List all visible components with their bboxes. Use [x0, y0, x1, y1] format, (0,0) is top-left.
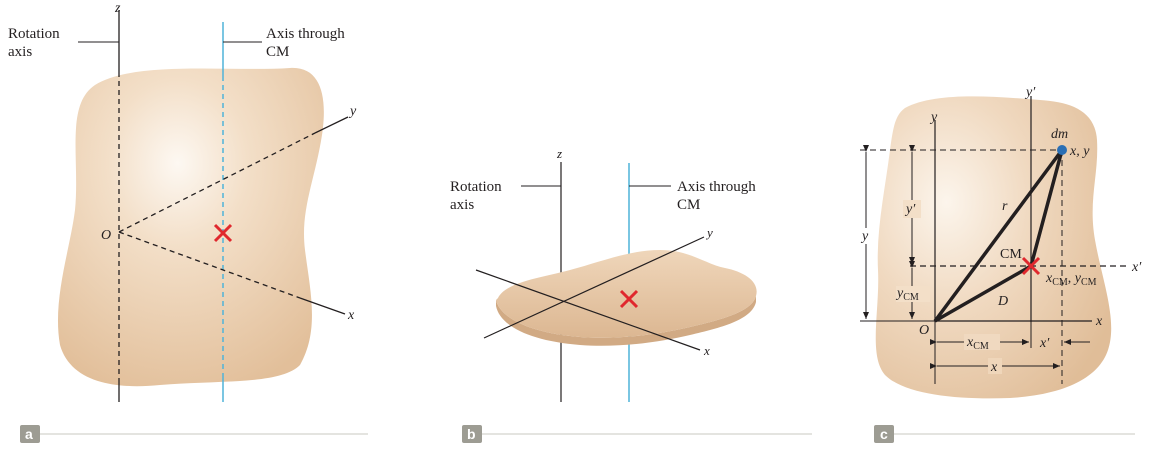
origin-label-a: O [101, 228, 111, 243]
rigid-body-c [875, 96, 1112, 399]
y-axis-label-c: y [929, 110, 938, 125]
panel-badge-c-text: c [880, 426, 888, 442]
x-axis-label-c: x [1095, 314, 1103, 329]
svg-text:yCM: yCM [895, 286, 919, 303]
rigid-body-a [57, 67, 324, 387]
x-label-a: x [347, 308, 355, 323]
x-prime-axis-label-c: x′ [1131, 260, 1142, 275]
panel-a: Rotation axis Axis through CM z y x O a [8, 1, 368, 443]
y-prime-axis-label-c: y′ [1024, 85, 1036, 100]
dim-y-label-c: y [860, 229, 869, 244]
vector-r-c [933, 148, 1064, 323]
y-axis-b [483, 236, 705, 339]
dm-coords-label-c: x, y [1069, 144, 1090, 159]
svg-text:xCM, yCM: xCM, yCM [1045, 271, 1097, 288]
dim-y-mask-c [859, 228, 873, 244]
vector-d-c [934, 264, 1032, 323]
panel-badge-b [462, 425, 482, 443]
y-axis-a-solid [314, 116, 349, 134]
panel-badge-a-text: a [25, 426, 33, 442]
panel-badge-a [20, 425, 40, 443]
vector-cm-to-dm-c [1029, 149, 1064, 267]
dim-y-cm-mask-c [896, 286, 930, 302]
rigid-body-b [496, 250, 757, 338]
rotation-axis-b-label-1: Rotation [450, 179, 502, 195]
dim-y-cm-label-c: yCM [895, 286, 919, 303]
cm-coords-label-c: xCM, yCM [1045, 271, 1097, 288]
y-label-a: y [348, 104, 357, 119]
x-axis-a-solid [299, 297, 346, 315]
r-label-c: r [1002, 199, 1008, 214]
plate-edge-b [496, 296, 756, 346]
d-label-c: D [997, 294, 1008, 309]
dim-y-prime-mask-c [903, 200, 921, 218]
panel-badge-b-text: b [467, 426, 476, 442]
y-axis-a-dashed [118, 132, 316, 233]
svg-text:xCM: xCM [966, 335, 989, 352]
cm-marker-a [213, 223, 233, 243]
z-label-b: z [556, 146, 562, 161]
panel-badge-c [874, 425, 894, 443]
cm-label-c: CM [1000, 247, 1022, 262]
panel-b: Rotation axis Axis through CM z y x b [450, 146, 812, 443]
x-axis-b [475, 269, 701, 351]
cm-axis-b-label-2: CM [677, 197, 700, 213]
origin-label-c: O [919, 323, 929, 338]
cm-axis-b-label-1: Axis through [677, 179, 756, 195]
cm-marker-c [1021, 256, 1041, 276]
dim-x-cm-label-c: xCM [966, 335, 989, 352]
dim-x-prime-label-c: x′ [1039, 336, 1050, 351]
dm-particle-c [1057, 145, 1067, 155]
rotation-axis-a-label-1: Rotation [8, 26, 60, 42]
dim-x-cm-mask-c [964, 334, 1000, 350]
cm-axis-a-label-2: CM [266, 44, 289, 60]
rotation-axis-a-label-2: axis [8, 44, 32, 60]
dim-x-mask-c [988, 358, 1002, 374]
cm-marker-b [619, 289, 639, 309]
z-label-a: z [114, 1, 121, 16]
y-label-b: y [705, 225, 713, 240]
dm-label-c: dm [1051, 127, 1068, 142]
dim-y-prime-label-c: y′ [904, 202, 916, 217]
cm-axis-a-label-1: Axis through [266, 26, 345, 42]
rotation-axis-b-label-2: axis [450, 197, 474, 213]
x-label-b: x [703, 343, 710, 358]
panel-c: y y′ x x′ dm x, y r CM xCM, yCM D O y y′… [859, 85, 1142, 443]
dim-x-label-c: x [990, 360, 998, 375]
